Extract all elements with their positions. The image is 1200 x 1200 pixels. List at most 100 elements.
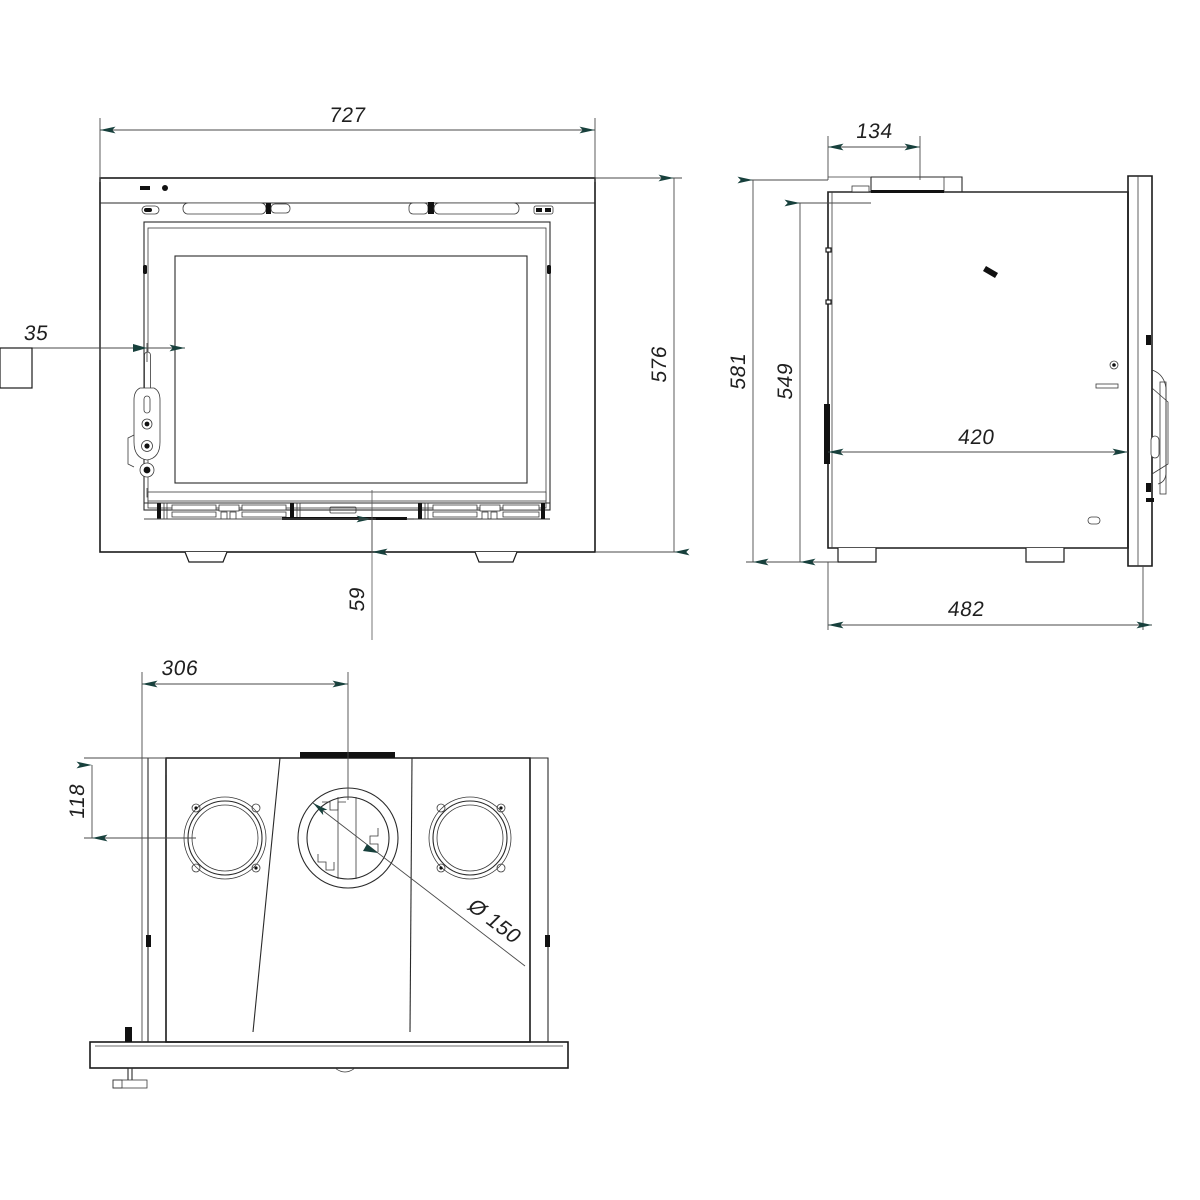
front-centre-bar: [282, 517, 407, 520]
dimtext-side-total-depth: 482: [946, 598, 986, 621]
front-foot-left: [184, 551, 228, 563]
plan-flue-clip-right: [369, 828, 379, 852]
front-marker-dot: [162, 185, 168, 191]
front-grille-right: [418, 502, 545, 520]
plan-leg-foot-left: [112, 1079, 123, 1089]
arrow-35-inner: [133, 344, 147, 352]
side-rear-break-1: [825, 247, 832, 253]
front-ashpan-lip: [147, 491, 547, 502]
dimtext-side-flue-offset: 134: [855, 120, 895, 143]
plan-flue-clip-top: [322, 801, 346, 811]
dimtext-front-bottom-offset: 59: [346, 585, 369, 613]
dimtext-plan-flue-diameter: Ø 150: [462, 895, 526, 948]
plan-bottom-boss: [334, 1067, 356, 1073]
front-grille-left-post-a: [157, 503, 161, 519]
plan-view: [89, 752, 569, 1089]
plan-flue-clip-bottom: [317, 854, 335, 871]
front-grille-right-fin-2: [432, 511, 478, 518]
front-centre-slot: [329, 506, 357, 514]
front-grille-left-post-c: [290, 503, 294, 519]
front-grille-right-post-c: [541, 503, 545, 519]
side-foot-left: [837, 548, 877, 563]
front-air-slider-right-tail: [408, 202, 429, 215]
front-grille-right-fin-3: [502, 504, 540, 511]
dimtext-plan-flue-offset: 306: [160, 657, 200, 680]
side-rear-bracket: [824, 404, 830, 464]
front-door-frame-outer: [143, 221, 551, 511]
side-dimensions: 134 581 549 420 482: [727, 120, 1152, 630]
plan-outlet-left: [183, 796, 267, 880]
front-air-slider-left-knob: [266, 203, 271, 214]
plan-top-centre-bar: [300, 752, 395, 758]
plan-outlet-left-lug-br: [251, 863, 261, 873]
plan-outlet-left-hole-tl: [194, 806, 198, 810]
side-handle-grip: [1150, 435, 1160, 459]
plan-outlet-right-ring-mid: [432, 800, 508, 876]
front-grille-left-leg-b: [229, 511, 237, 520]
front-grille-right-post-b: [424, 502, 429, 520]
side-rear-break-2: [825, 299, 832, 305]
front-grille-left-fin-3: [241, 504, 287, 511]
front-grille-right-leg-a: [481, 511, 489, 520]
plan-outlet-right-lug-br: [496, 863, 506, 873]
front-right-latch-seg1: [536, 208, 542, 212]
front-glass-panel: [174, 255, 528, 484]
front-left-latch-inner: [144, 208, 152, 212]
front-air-slider-right-knob: [428, 202, 434, 214]
side-flue-collar-outline: [871, 176, 963, 192]
dimtext-plan-top-offset: 118: [66, 782, 89, 820]
front-grille-left-fin-1: [171, 504, 217, 511]
plan-outlet-left-ring-inner: [191, 804, 259, 872]
plan-panel-line-right: [409, 757, 413, 1033]
plan-outlet-right-ring-outer: [428, 796, 512, 880]
front-dimensions: 727 576 35 59: [18, 104, 690, 640]
front-grille-left: [157, 502, 301, 520]
side-faceplate: [1127, 175, 1153, 567]
front-handle-thumbpad: [127, 434, 135, 468]
plan-flue-ring-inner: [306, 796, 390, 880]
plan-outlet-left-lug-bl: [191, 863, 201, 873]
side-pip-lower: [1146, 483, 1151, 492]
front-marker-dash: [140, 186, 150, 190]
front-handle-screw-1-core: [144, 421, 150, 427]
plan-outlet-right-hole-bl: [439, 866, 443, 870]
dimline-dia150: [312, 802, 526, 967]
plan-outlet-left-hole-br: [254, 866, 258, 870]
side-lower-hole: [1087, 516, 1101, 525]
side-latch-box: [0, 347, 33, 389]
front-handle-screw-3-core: [143, 466, 151, 474]
front-handle-stem: [144, 351, 151, 393]
plan-top-left-cap: [148, 757, 167, 775]
side-handle-bar: [1159, 381, 1167, 495]
front-air-slider-left: [182, 202, 267, 215]
front-foot-right: [474, 551, 518, 563]
plan-outlet-right-ring-inner: [436, 804, 504, 872]
plan-leg-bracket: [125, 1027, 132, 1042]
front-grille-left-fin-4: [241, 511, 287, 518]
plan-outlet-right-lug-tr: [496, 803, 506, 813]
front-grille-right-tab: [479, 504, 501, 512]
front-grille-left-post-b: [163, 502, 168, 520]
dimtext-side-total-height: 581: [727, 351, 750, 391]
front-grille-left-leg-a: [220, 511, 228, 520]
plan-outlet-right: [428, 796, 512, 880]
plan-pip-right: [545, 935, 550, 947]
side-pip-upper: [1146, 335, 1151, 345]
front-air-slider-right: [433, 202, 520, 215]
dimtext-front-height: 576: [648, 344, 671, 384]
plan-leg-foot: [112, 1079, 148, 1089]
plan-outlet-left-lug-tr: [251, 803, 261, 813]
dimtext-side-body-height: 549: [774, 361, 797, 401]
front-hinge-right: [547, 265, 551, 274]
front-grille-right-leg-b: [490, 511, 498, 520]
dimtext-front-width: 727: [328, 104, 368, 127]
plan-outlet-left-ring-mid: [187, 800, 263, 876]
plan-outlet-right-lug-tl: [436, 803, 446, 813]
side-pip-lowest: [1146, 498, 1154, 502]
front-grille-left-tab: [218, 504, 240, 512]
front-right-latch-seg2: [545, 208, 551, 212]
front-air-slider-left-tail: [270, 203, 291, 214]
side-internal-mark: [983, 266, 998, 278]
